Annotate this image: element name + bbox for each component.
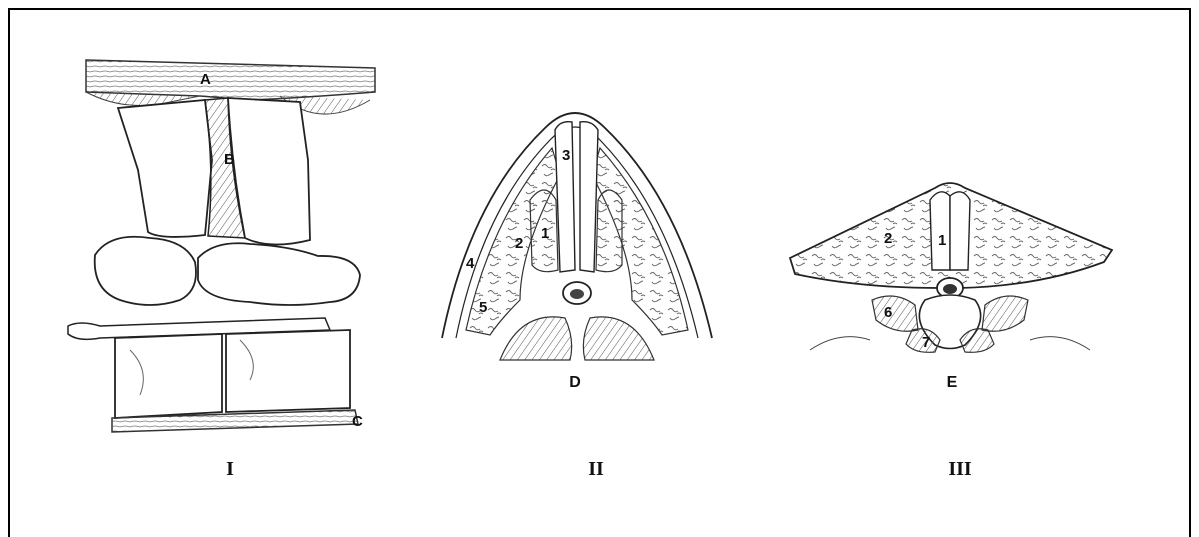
label-A: A bbox=[200, 71, 211, 88]
panel-III-drawing: 1 2 6 7 bbox=[790, 183, 1112, 352]
vertebral-body-left bbox=[115, 334, 222, 418]
label-1-D: 1 bbox=[541, 225, 549, 242]
spinous-process-left bbox=[118, 100, 212, 237]
label-5-D: 5 bbox=[479, 299, 487, 316]
label-1-E: 1 bbox=[938, 232, 946, 249]
label-B: B bbox=[224, 151, 235, 168]
label-2-D: 2 bbox=[515, 235, 523, 252]
panel-II-drawing: 1 2 3 4 5 bbox=[442, 113, 712, 360]
label-6-E: 6 bbox=[884, 304, 892, 321]
label-7-E: 7 bbox=[922, 334, 930, 351]
caption-II: II bbox=[556, 458, 636, 481]
label-4-D: 4 bbox=[466, 255, 475, 272]
label-C: C bbox=[352, 413, 363, 430]
panel-I-drawing: A B C bbox=[68, 60, 375, 432]
label-3-D: 3 bbox=[562, 147, 570, 164]
articular-process-right bbox=[198, 243, 360, 305]
label-2-E: 2 bbox=[884, 230, 892, 247]
sublabel-E: E bbox=[932, 374, 972, 392]
caption-III: III bbox=[920, 458, 1000, 481]
muscle-6-E bbox=[872, 296, 918, 331]
articular-process-left bbox=[95, 237, 196, 305]
sublabel-D: D bbox=[555, 374, 595, 392]
vertebral-body-right bbox=[226, 330, 350, 412]
caption-I: I bbox=[190, 458, 270, 481]
